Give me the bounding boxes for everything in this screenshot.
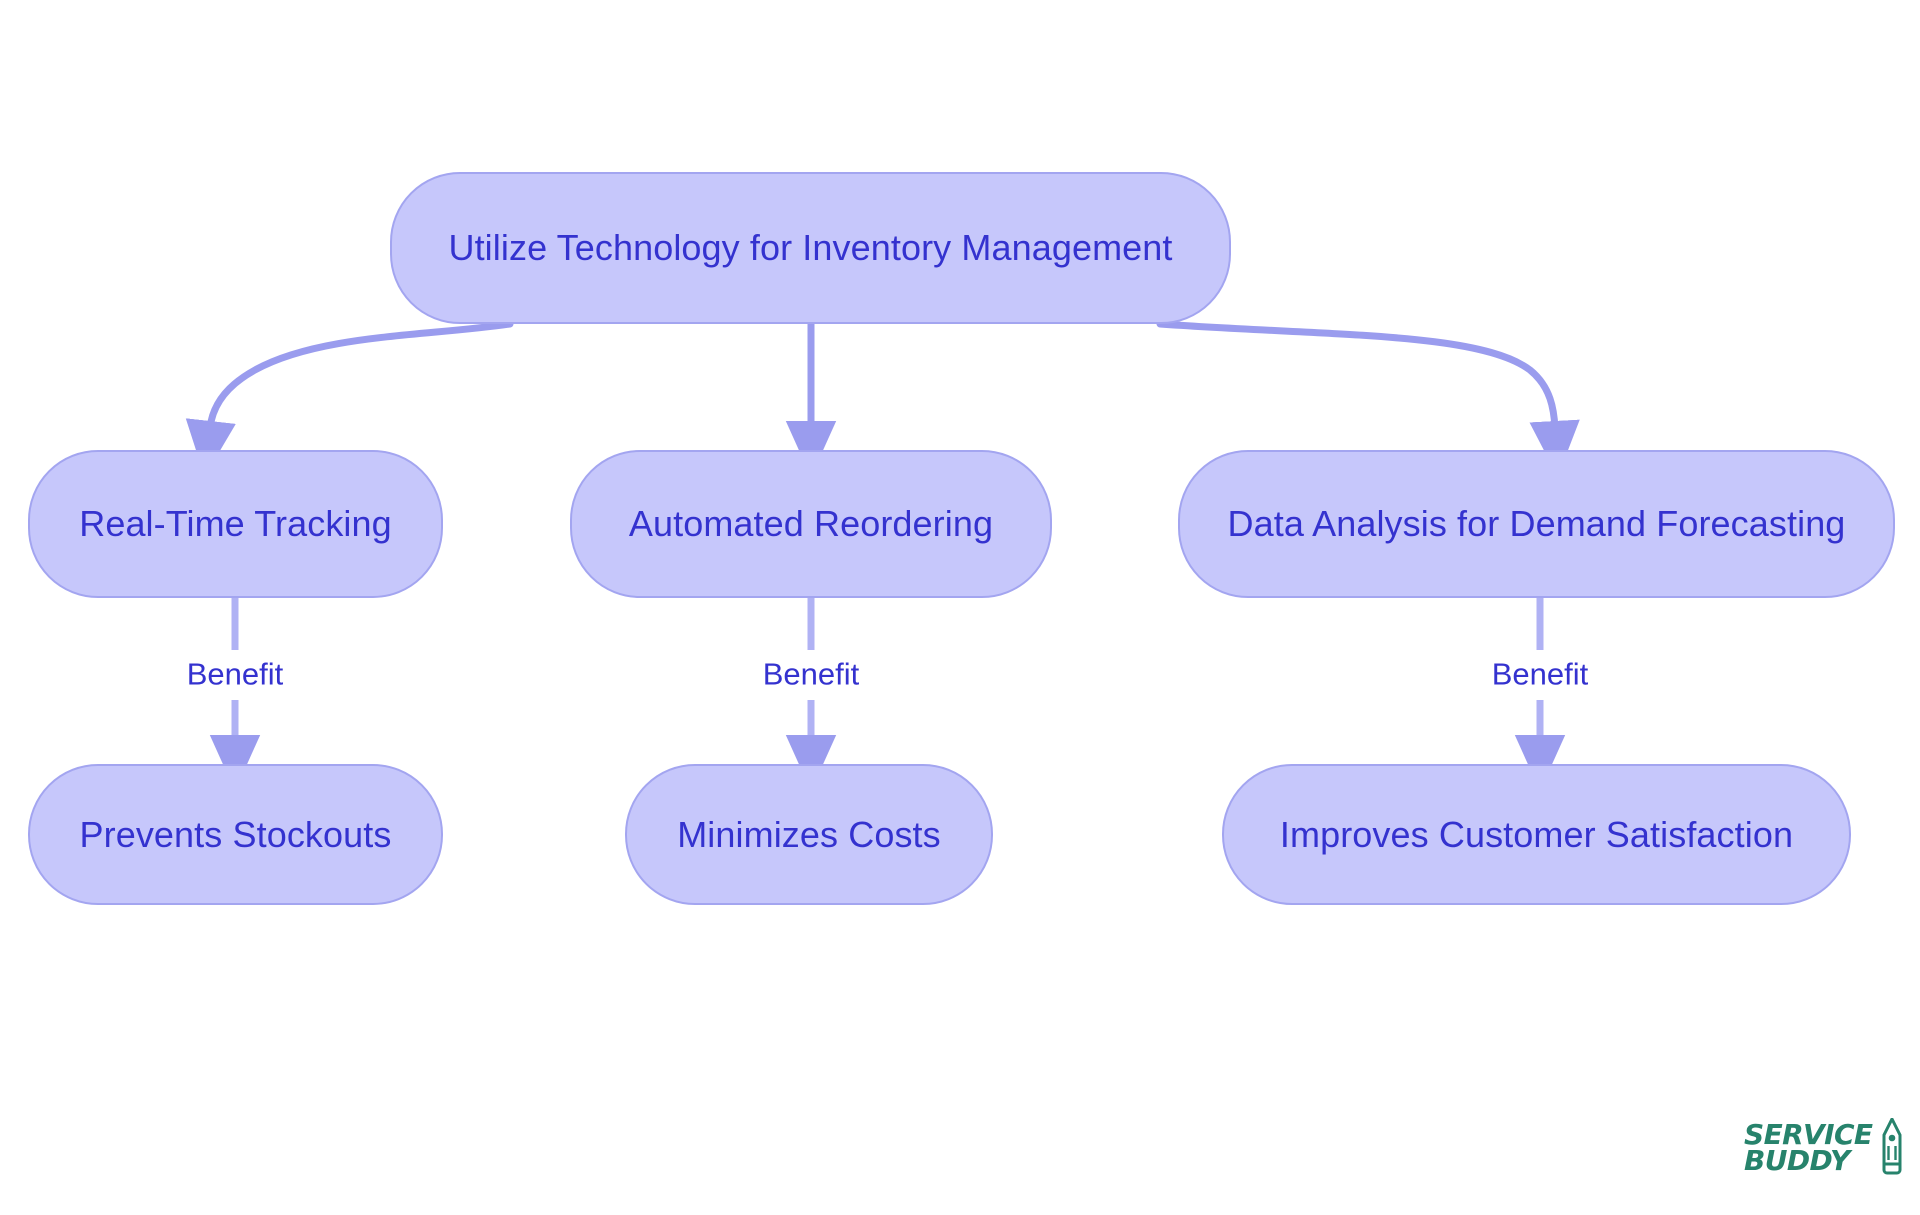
node-real-time-tracking-label: Real-Time Tracking: [79, 503, 392, 545]
node-root[interactable]: Utilize Technology for Inventory Managem…: [390, 172, 1231, 324]
node-automated-reordering[interactable]: Automated Reordering: [570, 450, 1052, 598]
logo-line-service: SERVICE: [1744, 1118, 1873, 1152]
node-automated-reordering-label: Automated Reordering: [628, 503, 994, 545]
node-data-analysis-forecasting-label: Data Analysis for Demand Forecasting: [1227, 503, 1846, 545]
node-minimizes-costs-label: Minimizes Costs: [677, 813, 941, 855]
node-improves-customer-satisfaction-label: Improves Customer Satisfaction: [1279, 813, 1794, 855]
edge-root-to-forecasting: [1156, 320, 1580, 477]
node-root-label: Utilize Technology for Inventory Managem…: [448, 227, 1173, 269]
node-minimizes-costs[interactable]: Minimizes Costs: [625, 764, 993, 905]
node-prevents-stockouts[interactable]: Prevents Stockouts: [28, 764, 443, 905]
node-real-time-tracking[interactable]: Real-Time Tracking: [28, 450, 443, 598]
node-improves-customer-satisfaction[interactable]: Improves Customer Satisfaction: [1222, 764, 1851, 905]
edge-label-benefit-left: Benefit: [178, 655, 292, 693]
service-buddy-logo: SERVICE BUDDY: [1744, 1118, 1903, 1178]
pencil-icon: [1882, 1118, 1902, 1175]
edge-label-benefit-middle: Benefit: [754, 655, 868, 693]
node-prevents-stockouts-label: Prevents Stockouts: [79, 813, 392, 855]
edge-root-to-tracking: [185, 320, 514, 477]
logo-line-buddy: BUDDY: [1744, 1144, 1850, 1177]
edge-label-benefit-right: Benefit: [1483, 655, 1597, 693]
logo-wordmark: SERVICE BUDDY: [1744, 1118, 1873, 1177]
node-data-analysis-forecasting[interactable]: Data Analysis for Demand Forecasting: [1178, 450, 1895, 598]
